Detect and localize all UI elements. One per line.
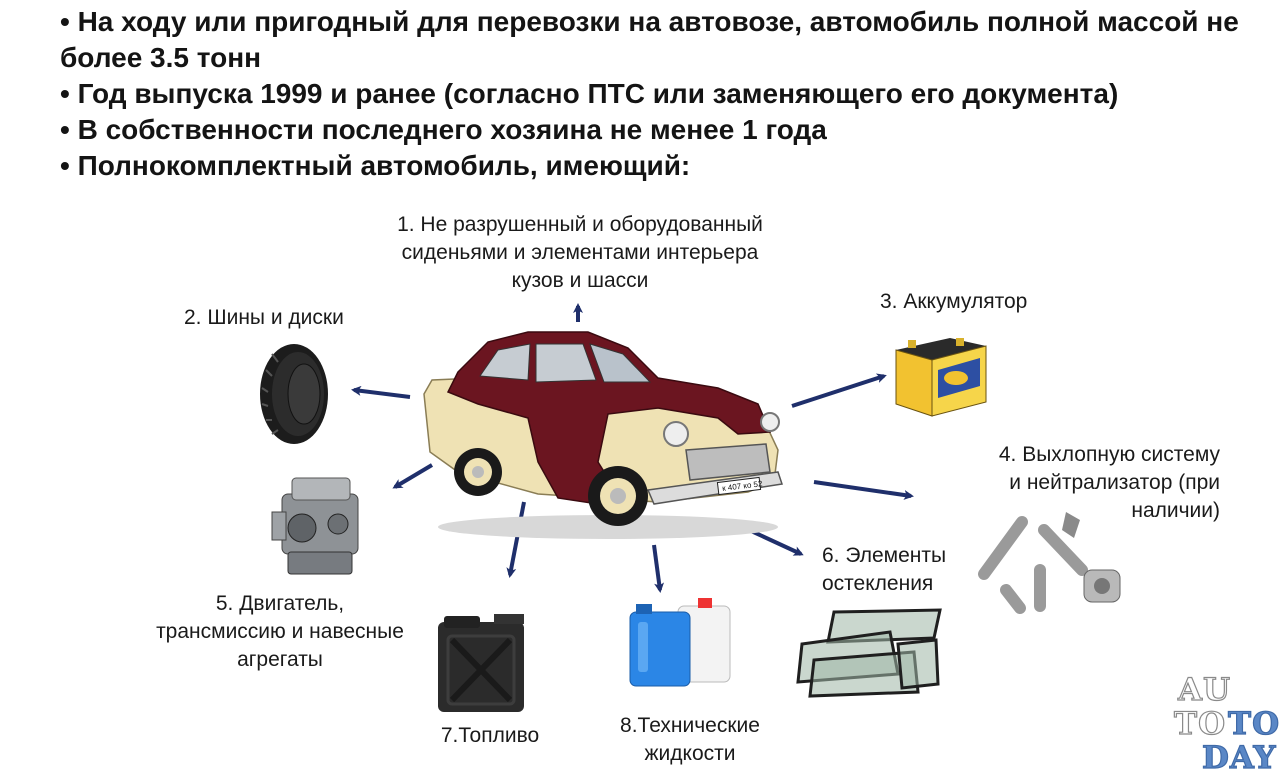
- item-exhaust-label: 4. Выхлопную систему и нейтрализатор (пр…: [998, 443, 1220, 522]
- item-fuel-label: 7.Топливо: [440, 724, 540, 747]
- arrow-exhaust: [813, 480, 914, 500]
- requirement-ownership: • В собственности последнего хозяина не …: [60, 114, 827, 145]
- item-glass-label: 6. Элементы остекления: [822, 544, 947, 595]
- exhaust-image: [978, 512, 1121, 614]
- glass-image: [796, 608, 942, 698]
- requirements-list: • На ходу или пригодный для перевозки на…: [60, 4, 1270, 184]
- car-image: к 407 ко 52: [423, 331, 783, 539]
- autotoday-watermark-logo: AU TO TO DAY: [1173, 671, 1280, 776]
- item-engine-label: 5. Двигатель, трансмиссию и навесные агр…: [156, 592, 404, 671]
- requirement-year: • Год выпуска 1999 и ранее (согласно ПТС…: [60, 78, 1119, 109]
- arrow-fluids: [652, 544, 665, 593]
- battery-image: [895, 338, 987, 417]
- item-battery-label: 3. Аккумулятор: [880, 290, 1028, 313]
- arrow-tires: [351, 385, 411, 399]
- item-body-label: 1. Не разрушенный и оборудованный сидень…: [397, 213, 763, 292]
- item-fluids-label: 8.Технические жидкости: [620, 714, 760, 765]
- item-tires-label: 2. Шины и диски: [184, 306, 344, 329]
- tire-image: [260, 344, 328, 444]
- fuel-canister-image: [438, 614, 524, 712]
- requirement-condition: • На ходу или пригодный для перевозки на…: [60, 6, 1239, 73]
- arrow-battery: [791, 373, 887, 408]
- requirement-complete: • Полнокомплектный автомобиль, имеющий:: [60, 150, 691, 181]
- engine-image: [271, 477, 359, 575]
- fluids-image: [629, 598, 731, 687]
